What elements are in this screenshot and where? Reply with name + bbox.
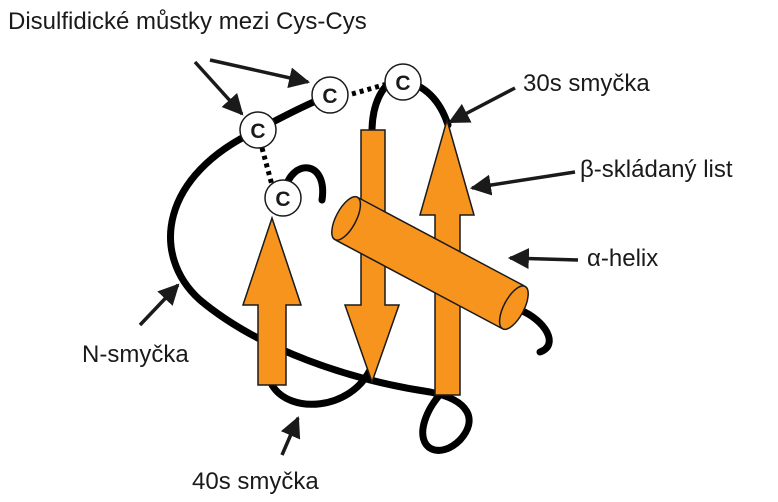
cysteine-1: C bbox=[240, 112, 276, 148]
label-beta-sheet: β-skládaný list bbox=[580, 158, 733, 182]
arrow-disulfide-to-c2 bbox=[210, 60, 308, 82]
arrow-disulfide-to-c1 bbox=[195, 62, 242, 114]
arrow-alpha-helix bbox=[510, 258, 578, 260]
cysteine-4-letter: C bbox=[275, 188, 290, 211]
title-disulfide-bridges: Disulfidické můstky mezi Cys-Cys bbox=[8, 10, 367, 34]
disulfide-bond-1 bbox=[262, 148, 272, 185]
label-30s-loop: 30s smyčka bbox=[523, 72, 650, 96]
cysteine-3-letter: C bbox=[395, 72, 410, 95]
cysteine-2: C bbox=[312, 77, 348, 113]
c-term-backbone bbox=[520, 310, 549, 352]
arrow-40s-loop bbox=[282, 418, 298, 455]
label-alpha-helix: α-helix bbox=[587, 247, 658, 271]
arrow-30s-loop bbox=[450, 88, 515, 122]
arrow-beta-sheet bbox=[472, 172, 575, 188]
label-40s-loop: 40s smyčka bbox=[192, 470, 319, 494]
label-n-loop: N-smyčka bbox=[82, 343, 189, 367]
cysteine-2-letter: C bbox=[322, 85, 337, 108]
arrow-n-loop bbox=[140, 285, 178, 325]
cysteine-4: C bbox=[265, 180, 301, 216]
beta-strand-up-left bbox=[243, 218, 301, 385]
cysteine-3: C bbox=[385, 64, 421, 100]
cysteine-1-letter: C bbox=[250, 120, 265, 143]
